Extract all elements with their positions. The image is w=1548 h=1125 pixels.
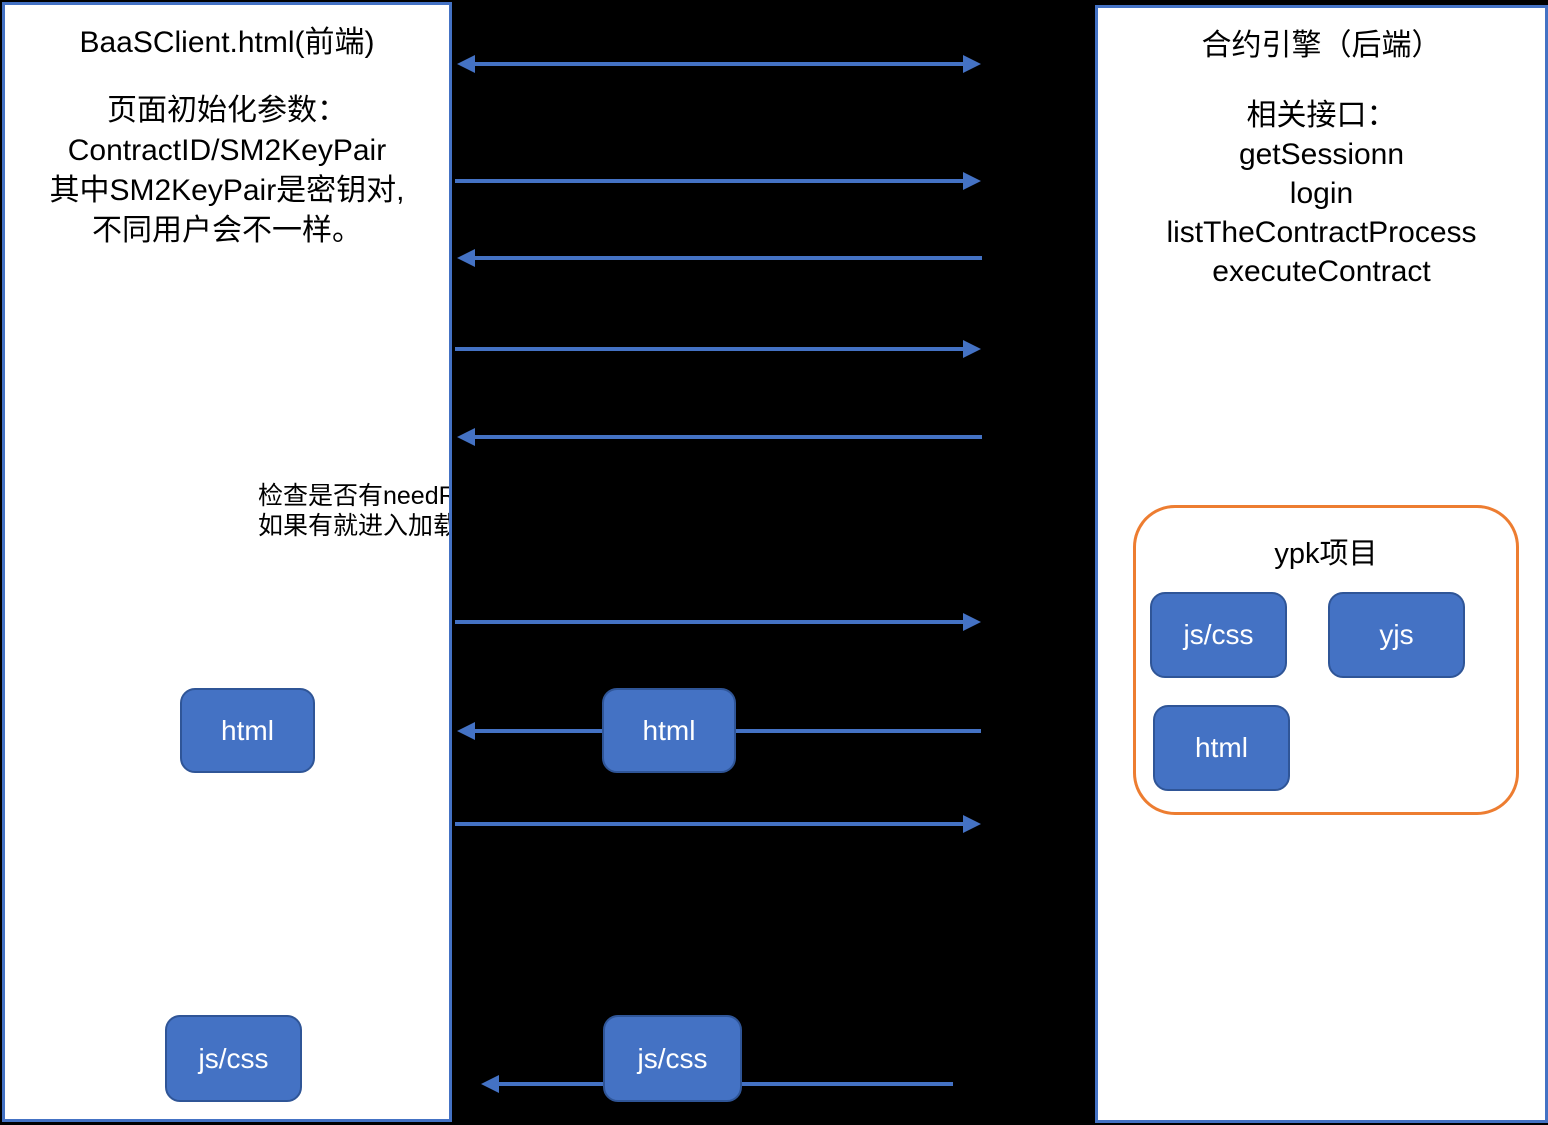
frontend-html-box: html [180, 688, 315, 773]
frontend-panel-title: BaaSClient.html(前端) [79, 26, 375, 59]
init-params-line: 不同用户会不一样。 [92, 214, 362, 247]
arrowhead-right-icon [963, 55, 981, 73]
message-arrow [471, 435, 982, 439]
message-arrow [455, 620, 967, 624]
init-params-line: ContractID/SM2KeyPair [67, 134, 387, 167]
message-arrow [471, 256, 982, 260]
api-list: 相关接口： getSessionn login listTheContractP… [1098, 96, 1545, 291]
arrowhead-right-icon [963, 815, 981, 833]
message-arrow [471, 62, 967, 66]
message-arrow [455, 822, 967, 826]
html-transfer-box: html [602, 688, 736, 773]
jscss-transfer-box: js/css [603, 1015, 742, 1102]
ypk-yjs-box: yjs [1328, 592, 1465, 678]
backend-panel: 合约引擎（后端） 相关接口： getSessionn login listThe… [1095, 5, 1548, 1123]
api-list-line: executeContract [1212, 255, 1431, 288]
init-params-text: 页面初始化参数： ContractID/SM2KeyPair 其中SM2KeyP… [5, 91, 449, 251]
init-params-line: 其中SM2KeyPair是密钥对, [49, 174, 405, 207]
require-check-note: 检查是否有needR 如果有就进入加载 [258, 481, 452, 541]
arrowhead-left-icon [457, 428, 475, 446]
arrowhead-left-icon [457, 249, 475, 267]
arrowhead-left-icon [457, 55, 475, 73]
require-check-note-line: 检查是否有needR [258, 482, 452, 510]
ypk-project-title: ypk项目 [1274, 538, 1378, 570]
init-params-line: 页面初始化参数： [107, 94, 347, 127]
ypk-project-group: ypk项目 js/css yjs html [1133, 505, 1519, 815]
arrowhead-right-icon [963, 340, 981, 358]
arrowhead-right-icon [963, 172, 981, 190]
arrowhead-right-icon [963, 613, 981, 631]
api-list-line: listTheContractProcess [1166, 216, 1477, 249]
backend-panel-title: 合约引擎（后端） [1201, 29, 1442, 62]
api-list-line: getSessionn [1238, 138, 1405, 171]
frontend-jscss-box: js/css [165, 1015, 302, 1102]
message-arrow [455, 179, 967, 183]
frontend-panel: BaaSClient.html(前端) 页面初始化参数： ContractID/… [2, 2, 452, 1122]
ypk-jscss-box: js/css [1150, 592, 1287, 678]
api-list-line: 相关接口： [1246, 99, 1397, 132]
arrowhead-left-icon [481, 1075, 499, 1093]
message-arrow [455, 347, 967, 351]
arrowhead-left-icon [457, 722, 475, 740]
api-list-line: login [1289, 177, 1354, 210]
ypk-html-box: html [1153, 705, 1290, 791]
require-check-note-line: 如果有就进入加载 [258, 512, 452, 540]
